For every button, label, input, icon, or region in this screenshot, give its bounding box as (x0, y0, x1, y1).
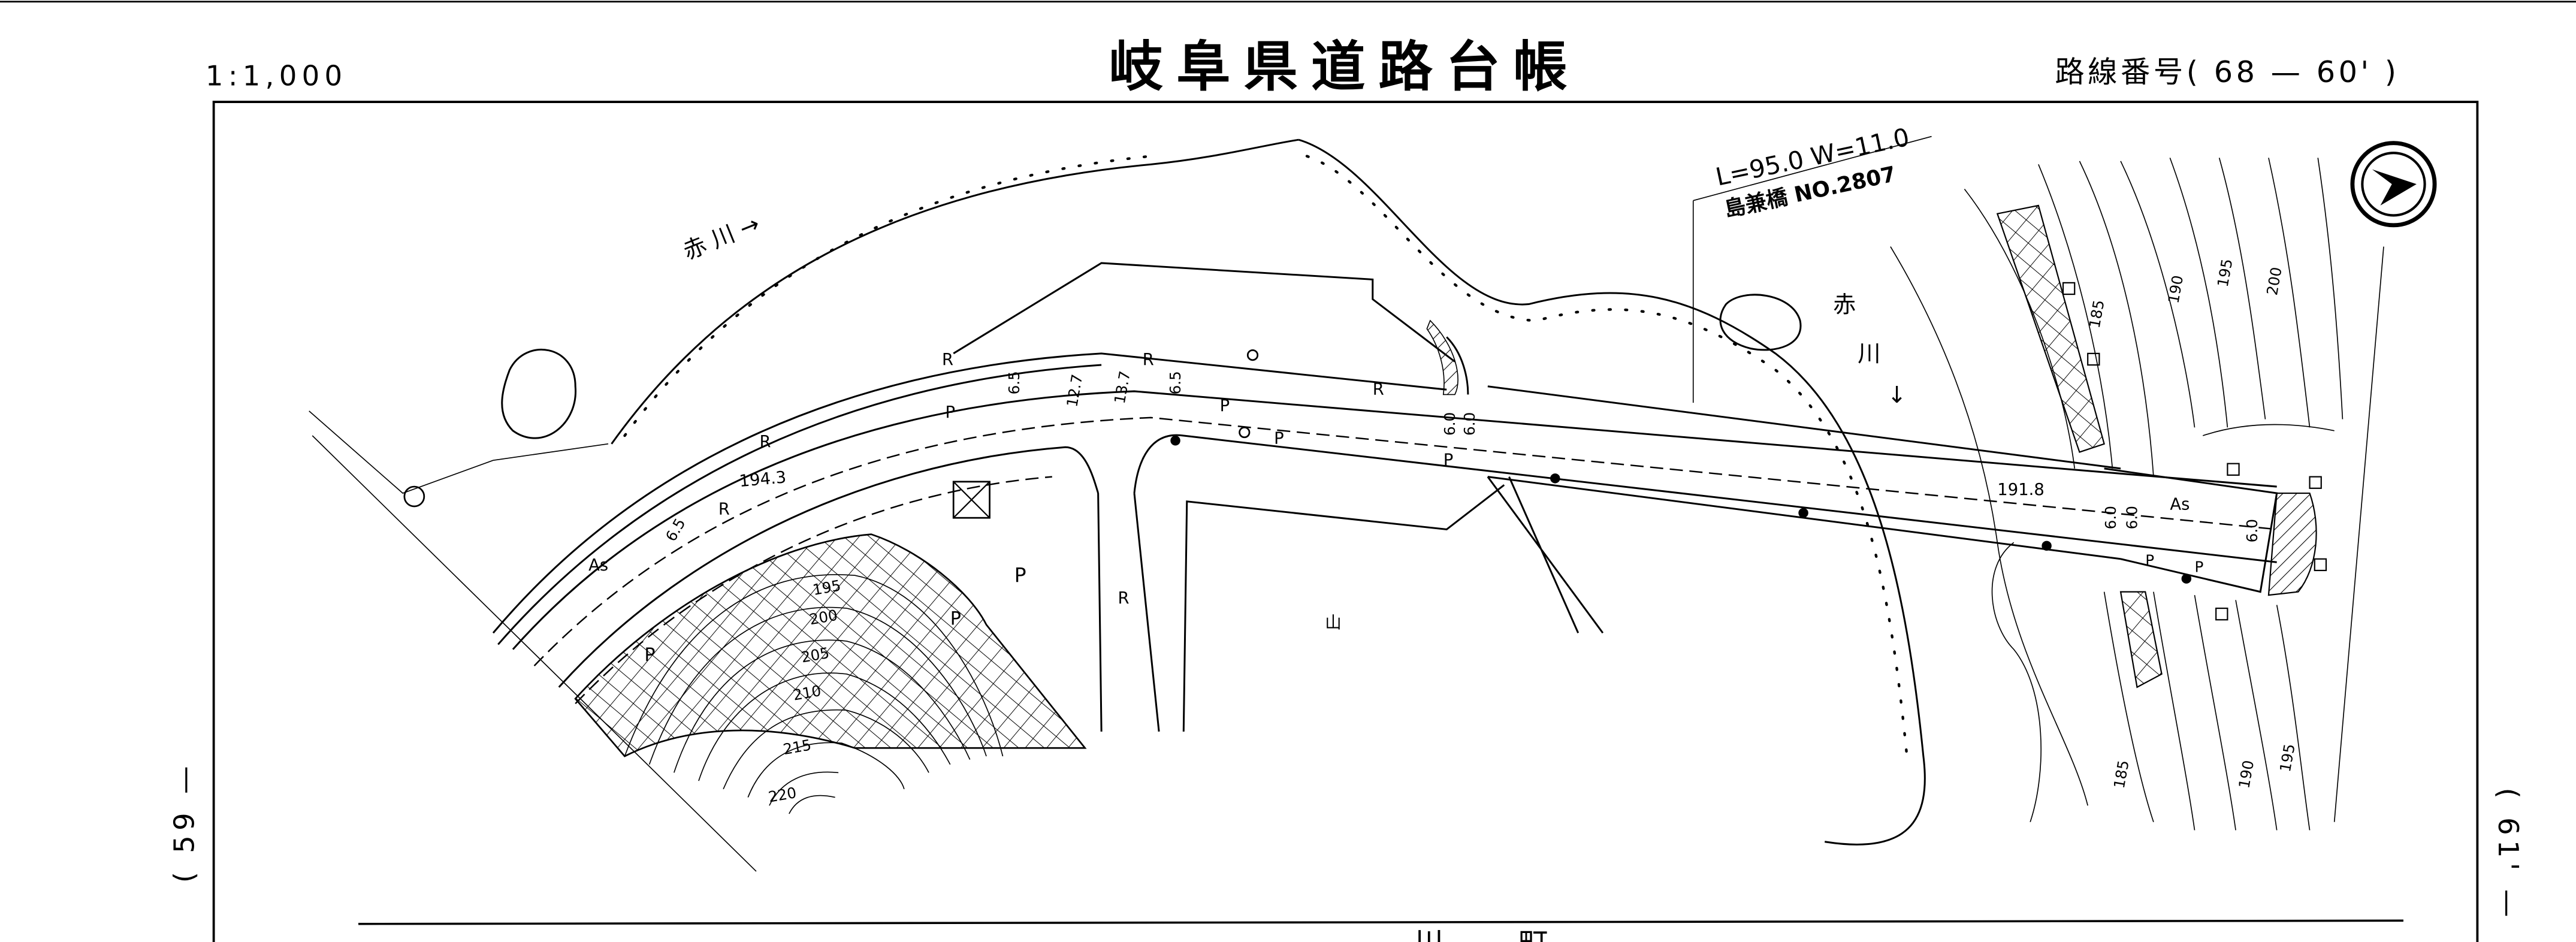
surface-label: P (644, 645, 655, 666)
surface-label: R (759, 433, 771, 451)
surface-label: P (2145, 552, 2154, 569)
width-label: 6.0 (2102, 506, 2119, 529)
surface-label: As (588, 556, 608, 575)
surface-label: As (2170, 495, 2190, 514)
abutment-hatched (2267, 492, 2317, 596)
slope-hatched-area (2119, 591, 2163, 689)
contour-label: 195 (2276, 742, 2299, 773)
slope-hatched-area (1996, 204, 2105, 453)
contour-lines-right (1890, 158, 2384, 831)
surface-label: P (1274, 430, 1284, 448)
surface-label: P (1443, 451, 1454, 469)
elevation-label: 191.8 (1997, 481, 2045, 499)
surface-label: R (718, 500, 730, 519)
width-label: 6.5 (1005, 371, 1023, 394)
left-neighbor-sheet: ( 59 — (168, 761, 201, 883)
north-arrow-icon (2350, 141, 2437, 228)
width-label: 13.7 (1111, 370, 1134, 405)
contour-label: 190 (2164, 274, 2187, 304)
surface-label: P (1014, 563, 1026, 587)
scale-label: 1:1,000 (206, 60, 347, 92)
mountain-label: 山 (1325, 614, 1341, 632)
leader-line (1693, 135, 1932, 201)
surface-label: R (942, 351, 953, 369)
width-label: 6.0 (1461, 412, 1478, 436)
surface-label: P (945, 403, 955, 422)
surface-label: R (1373, 380, 1384, 398)
contour-label: 190 (2235, 759, 2257, 789)
surface-label: R (1143, 351, 1154, 369)
map-frame (212, 101, 2479, 942)
right-neighbor-sheet: ( 61' — (2492, 787, 2524, 922)
contour-label: 220 (767, 784, 798, 806)
surface-label: P (950, 609, 961, 630)
surface-label: P (2195, 558, 2204, 576)
bottom-boundary-line (358, 919, 2403, 925)
bottom-place-name: 川 町 (1414, 926, 1581, 942)
width-label: 6.0 (1441, 412, 1458, 436)
width-label: 6.5 (1167, 371, 1184, 394)
fence-line (309, 410, 609, 494)
pond (501, 348, 576, 439)
contour-labels-right: 185 190 195 200 185 190 195 (2086, 258, 2299, 790)
surface-label: R (1118, 589, 1130, 608)
river-name-right: 川 (1858, 341, 1880, 368)
width-label: 12.7 (1063, 373, 1086, 408)
pond (1719, 294, 1802, 351)
contour-label: 195 (2214, 258, 2236, 288)
boundary-line (312, 435, 757, 872)
contour-label: 215 (782, 736, 813, 758)
field-symbols (2062, 282, 2327, 621)
width-label: 6.0 (2123, 506, 2140, 529)
sheet-title: 岐阜県道路台帳 (1109, 36, 1581, 99)
main-road (492, 262, 2278, 732)
elevation-label: 194.3 (738, 468, 787, 491)
river-name-upper: 赤 川 → (680, 210, 764, 265)
width-label: 6.0 (2243, 519, 2261, 542)
river-name-right: 赤 (1833, 291, 1856, 318)
utility-pole-symbols (1170, 349, 2192, 584)
slope-hatched-area (574, 533, 1087, 757)
abutment-hatched (1426, 319, 1458, 395)
pole-marker (403, 485, 425, 508)
contour-label: 185 (2086, 298, 2108, 329)
contour-label: 200 (2263, 265, 2285, 296)
river-flow-arrow: ↓ (1887, 382, 1906, 409)
building-symbol (952, 481, 990, 519)
river-bank-upper (611, 138, 1926, 846)
contour-label: 185 (2110, 759, 2133, 789)
contour-lines-left (624, 574, 1004, 814)
surface-label: P (1220, 397, 1230, 415)
route-number: 路線番号( 68 — 60' ) (2055, 55, 2399, 89)
